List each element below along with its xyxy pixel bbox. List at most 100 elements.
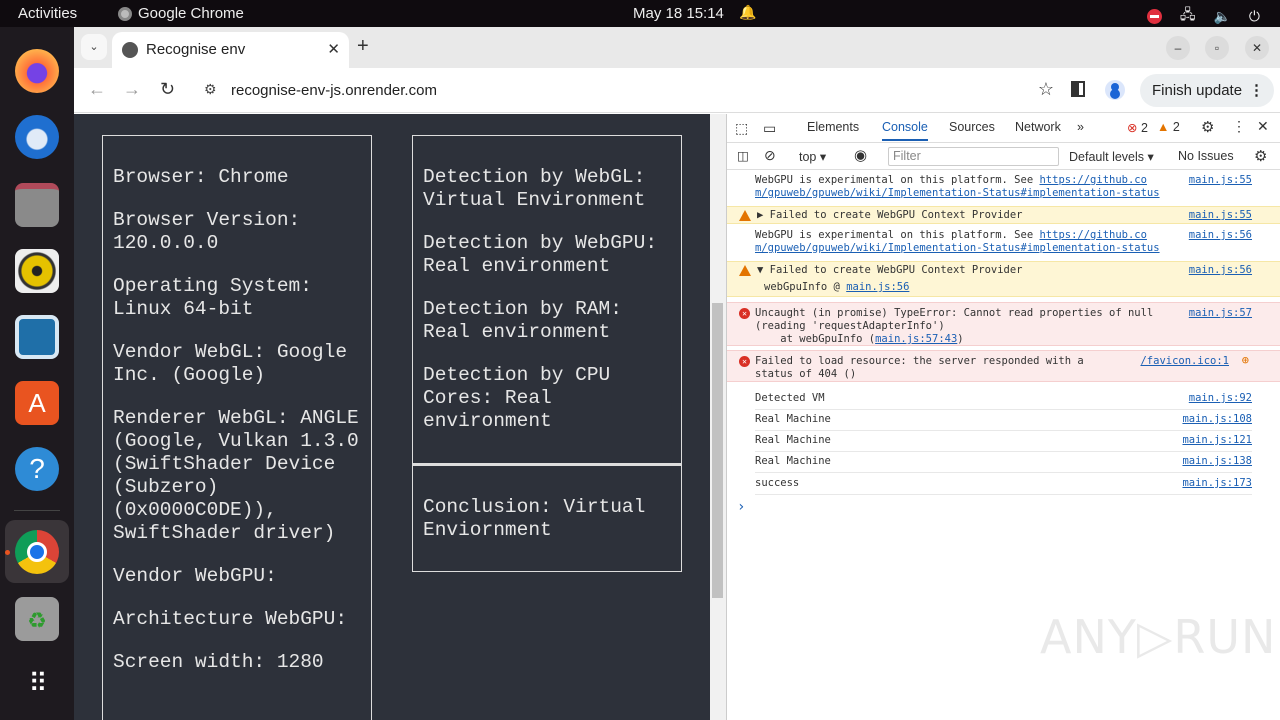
clock[interactable]: May 18 15:14 [633,5,724,22]
system-tray[interactable]: 🖧 🔈 ⏻ [1146,4,1260,28]
info-screen-width: Screen width: 1280 [113,651,324,673]
devtools-menu-icon[interactable]: ⋮ [1232,118,1246,134]
bookmark-star-icon[interactable]: ☆ [1037,79,1054,99]
page-scrollbar-thumb[interactable] [712,303,723,598]
issues-button[interactable]: No Issues [1178,149,1234,163]
site-info-icon[interactable]: ⚙ [204,81,217,97]
close-window-button[interactable]: ✕ [1245,36,1269,60]
device-toolbar-icon[interactable]: ▭ [763,120,777,136]
back-button[interactable]: ← [88,79,106,99]
power-icon[interactable]: ⏻ [1248,7,1260,24]
more-tabs-icon[interactable]: » [1077,120,1084,134]
console-prompt[interactable]: › [727,500,1280,518]
context-selector[interactable]: top ▾ [799,150,827,164]
console-warning-expanded[interactable]: ▼ Failed to create WebGPU Context Provid… [727,261,1280,297]
side-panel-icon[interactable] [1071,81,1085,97]
address-bar[interactable]: ⚙ recognise-env-js.onrender.com ☆ [194,74,1054,107]
console-log: success main.js:173 [755,473,1252,495]
console-error[interactable]: ✕ Failed to load resource: the server re… [727,350,1280,382]
globe-icon [122,42,138,58]
new-tab-button[interactable]: + [357,35,369,57]
source-link[interactable]: main.js:121 [1182,434,1252,446]
tab-strip: ⌄ Recognise env ✕ + – ▫ ✕ [74,27,1280,68]
info-os: Operating System: Linux 64-bit [113,275,324,320]
help-icon[interactable]: ? [15,447,59,491]
conclusion-box: Conclusion: Virtual Enviornment [412,464,682,572]
source-link[interactable]: main.js:55 [1188,174,1252,186]
close-tab-icon[interactable]: ✕ [327,41,340,58]
active-app-menu[interactable]: Google Chrome [118,5,244,22]
network-icon[interactable]: 🖧 [1179,6,1196,22]
console-settings-icon[interactable]: ⚙ [1254,148,1268,165]
sidebar-toggle-icon[interactable]: ◫ [737,149,749,163]
source-link[interactable]: main.js:108 [1182,413,1252,425]
app-center-icon[interactable]: A [15,381,59,425]
github-link-cont[interactable]: m/gpuweb/gpuweb/wiki/Implementation-Stat… [755,187,1160,199]
tab-sources[interactable]: Sources [949,120,995,134]
source-link[interactable]: main.js:55 [1188,209,1252,221]
github-link[interactable]: https://github.co [1039,174,1147,186]
maximize-button[interactable]: ▫ [1205,36,1229,60]
chrome-dock-icon[interactable] [15,530,59,574]
stack-link[interactable]: main.js:57:43 [875,333,958,345]
files-icon[interactable] [15,183,59,227]
forward-button[interactable]: → [123,79,141,99]
source-link[interactable]: /favicon.ico:1 [1140,355,1229,367]
detection-cpu: Detection by CPU Cores: Real environment [423,364,622,432]
tab-console[interactable]: Console [882,120,928,141]
libreoffice-writer-icon[interactable] [15,315,59,359]
finish-update-button[interactable]: Finish update ⋮ [1140,74,1274,107]
do-not-disturb-icon[interactable] [1146,8,1162,24]
warning-counter[interactable]: ▲ 2 [1157,120,1180,134]
reload-button[interactable]: ↻ [160,79,176,99]
network-request-icon[interactable]: ⊕ [1241,353,1249,367]
info-browser-version: Browser Version: 120.0.0.0 [113,209,312,254]
source-link[interactable]: main.js:92 [1188,392,1252,404]
tab-elements[interactable]: Elements [807,120,860,134]
profile-avatar[interactable] [1105,80,1125,100]
clear-console-icon[interactable]: ⊘ [764,147,776,163]
page-scrollbar[interactable] [710,114,726,720]
more-menu-icon[interactable]: ⋮ [1249,82,1264,99]
tab-network[interactable]: Network [1015,120,1061,134]
console-warning[interactable]: ▶ Failed to create WebGPU Context Provid… [727,206,1280,224]
log-levels-dropdown[interactable]: Default levels ▾ [1069,150,1154,164]
chrome-icon [118,6,132,21]
close-devtools-icon[interactable]: ✕ [1257,118,1269,134]
tab-recognise-env[interactable]: Recognise env ✕ [112,32,349,68]
error-counter[interactable]: ⊗ 2 [1127,121,1148,135]
settings-gear-icon[interactable]: ⚙ [1201,119,1215,136]
stack-link[interactable]: main.js:56 [846,281,910,293]
source-link[interactable]: main.js:173 [1182,477,1252,489]
trash-icon[interactable]: ♻ [15,597,59,641]
console-log: Detected VM main.js:92 [755,389,1252,410]
show-apps-icon[interactable]: ⠿ [28,668,47,698]
system-top-bar: Activities Google Chrome May 18 15:14 🔔 … [0,0,1280,27]
warning-icon [739,210,751,221]
github-link[interactable]: https://github.co [1039,229,1147,241]
firefox-icon[interactable] [15,49,59,93]
detection-ram: Detection by RAM: Real environment [423,298,634,343]
rhythmbox-icon[interactable] [15,249,59,293]
notification-bell-icon[interactable]: 🔔 [739,4,757,20]
inspect-element-icon[interactable]: ⬚ [735,120,749,136]
source-link[interactable]: main.js:56 [1188,229,1252,241]
activities-button[interactable]: Activities [18,5,78,22]
github-link-cont[interactable]: m/gpuweb/gpuweb/wiki/Implementation-Stat… [755,242,1160,254]
tab-search-button[interactable]: ⌄ [81,34,107,60]
console-filter-input[interactable]: Filter [888,147,1059,166]
volume-icon[interactable]: 🔈 [1213,7,1231,24]
console-error[interactable]: ✕ Uncaught (in promise) TypeError: Canno… [727,302,1280,346]
console-log: Real Machine main.js:121 [755,431,1252,452]
thunderbird-icon[interactable] [15,115,59,159]
live-expression-eye-icon[interactable]: ◉ [854,147,868,164]
info-browser: Browser: Chrome [113,166,289,188]
browser-toolbar: ← → ↻ ⚙ recognise-env-js.onrender.com ☆ … [74,68,1280,113]
minimize-button[interactable]: – [1166,36,1190,60]
page-content: Browser: Chrome Browser Version: 120.0.0… [74,114,710,720]
url-text[interactable]: recognise-env-js.onrender.com [231,82,437,99]
source-link[interactable]: main.js:56 [1188,264,1252,276]
source-link[interactable]: main.js:138 [1182,455,1252,467]
source-link[interactable]: main.js:57 [1188,307,1252,319]
dock-separator [14,510,60,511]
